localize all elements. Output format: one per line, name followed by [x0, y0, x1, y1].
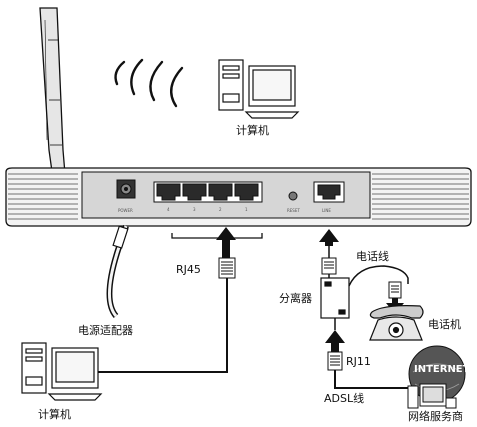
svg-text:2: 2: [219, 207, 222, 212]
adsl-cable: [334, 370, 408, 389]
splitter-icon: [320, 277, 350, 319]
label-splitter: 分离器: [279, 292, 312, 305]
arrow-up-icon-line: [319, 229, 339, 246]
phone-cable: [348, 265, 409, 287]
label-rj11: RJ11: [346, 355, 371, 368]
rj11-plug-icon-bottom: [327, 351, 343, 371]
label-internet: INTERNET: [414, 364, 470, 375]
lan-bracket: [171, 233, 263, 239]
power-jack: [116, 179, 136, 199]
svg-text:POWER: POWER: [118, 208, 133, 213]
computer-icon-bottom: [21, 342, 103, 401]
reset-button: [288, 191, 298, 201]
rj11-plug-icon-phone: [388, 281, 402, 299]
lan-cable: [96, 278, 228, 373]
label-adsl-line: ADSL线: [324, 392, 365, 405]
telephone-icon: [369, 305, 424, 341]
svg-text:4: 4: [167, 207, 170, 212]
router: 4 3 2 1 POWER RESET LINE: [5, 167, 472, 227]
label-phone-line: 电话线: [356, 250, 389, 263]
svg-text:3: 3: [193, 207, 196, 212]
svg-text:LINE: LINE: [322, 208, 331, 213]
label-computer-top: 计算机: [236, 124, 269, 137]
label-rj45: RJ45: [176, 263, 201, 276]
lan-ports: [153, 181, 263, 203]
rj45-plug-icon: [218, 257, 236, 279]
antenna-icon: [39, 7, 67, 187]
svg-text:1: 1: [245, 207, 248, 212]
label-telephone: 电话机: [428, 318, 461, 331]
label-power-adapter: 电源适配器: [78, 324, 133, 337]
isp-server-icon: [407, 383, 457, 409]
line-port: [313, 181, 345, 203]
rj11-plug-icon-top: [321, 257, 337, 275]
power-adapter-cable: [106, 225, 129, 318]
arrow-up-icon: [216, 227, 236, 262]
label-isp: 网络服务商: [408, 410, 463, 423]
wireless-signal-icon: [114, 58, 184, 108]
label-computer-bottom: 计算机: [38, 408, 71, 421]
svg-text:RESET: RESET: [287, 208, 300, 213]
arrow-up-icon-adsl: [325, 330, 345, 356]
computer-icon-top: [218, 59, 300, 119]
